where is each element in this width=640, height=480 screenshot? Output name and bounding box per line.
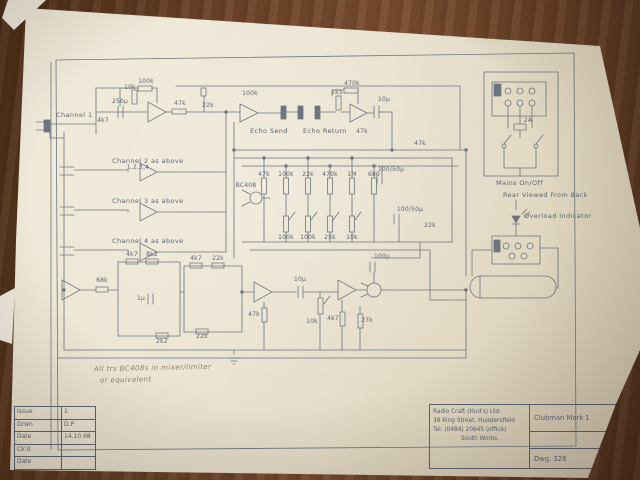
channel-4-label: Channel 4 as above	[112, 237, 184, 245]
mains-box	[484, 72, 558, 176]
component-label: 47k	[248, 311, 260, 318]
component-label: 100k	[242, 90, 258, 97]
echo-send-label: Echo Send	[250, 127, 288, 135]
component-label: 2k2	[156, 338, 168, 345]
component-label: 100/50μ	[396, 206, 424, 213]
component-label: 10k	[124, 84, 136, 91]
row-value: 14.10.68	[64, 433, 91, 441]
title-block-row: Date	[15, 457, 95, 469]
company-street: 38 King Street, Huddersfield	[433, 417, 515, 424]
component-label: 22k	[212, 255, 224, 262]
row-label: Ck'd	[15, 444, 62, 457]
component-label: 27k	[361, 317, 373, 324]
component-label: 10k	[346, 234, 358, 241]
component-label: 470k	[322, 171, 338, 178]
component-label: 470k	[344, 80, 360, 87]
component-label: 10μ	[293, 276, 307, 283]
channel-1-label: Channel 1	[56, 111, 93, 119]
component-label: 22k	[202, 102, 214, 109]
echo-section	[240, 88, 392, 150]
component-label: 22k	[424, 222, 436, 229]
component-label: 47k	[414, 140, 426, 147]
tone-network	[225, 111, 468, 300]
drawing-frame	[51, 53, 576, 450]
component-label: 250μ	[111, 98, 129, 105]
company-name: Radio Craft (Hud's) Ltd.	[433, 409, 501, 415]
row-value: D.P	[64, 420, 75, 428]
row-value	[62, 457, 95, 469]
title-number-column: Clubman Mark 1 Dwg. 328	[530, 405, 615, 468]
component-label: 10k	[306, 318, 318, 325]
component-label: 22k	[302, 171, 314, 178]
company-phone: Tel. (0484) 20645 (office)	[433, 426, 507, 433]
component-label: 10μ	[377, 96, 391, 103]
rear-view-label: Rear Viewed From Back	[503, 191, 588, 199]
component-label: 1k5	[331, 89, 343, 96]
component-label: 22k	[196, 333, 208, 340]
mixer-limiter-section	[58, 242, 467, 364]
row-label: Issue	[15, 407, 62, 419]
row-value: 1	[64, 408, 68, 415]
row-value	[62, 445, 95, 457]
component-label: 100μ	[373, 253, 391, 260]
output-section	[470, 200, 558, 298]
component-label: 4k7	[126, 251, 138, 258]
component-label: 4k7	[327, 315, 339, 322]
title-block-row: Issue 1	[15, 407, 95, 420]
row-label: Date	[15, 457, 62, 469]
overload-indicator-label: Overload Indicator	[524, 212, 592, 220]
component-label: 8k2	[146, 251, 158, 258]
title-block-row: Drwn D.P	[15, 419, 95, 433]
component-label: 1μ	[136, 295, 146, 302]
component-label: 68k	[96, 277, 108, 284]
component-label: 25k	[324, 234, 336, 241]
component-label: 100k	[138, 78, 154, 85]
drawing-title: Clubman Mark 1	[530, 405, 615, 432]
title-block-row: Date 14.10.68	[15, 432, 95, 445]
empty-cell	[530, 432, 615, 449]
torn-paper-edge	[0, 288, 15, 344]
echo-return-label: Echo Return	[303, 127, 347, 135]
mains-switch-label: Mains On/Off	[496, 179, 543, 187]
component-label: 100k	[300, 234, 316, 241]
component-label: 1M	[347, 171, 357, 178]
component-label: 4k7	[190, 255, 202, 262]
component-label: 680	[367, 171, 381, 178]
title-block-row: Ck'd	[15, 444, 95, 458]
component-label: 47k	[356, 128, 368, 135]
revision-title-block: Issue 1 Drwn D.P Date 14.10.68 Ck'd Date	[14, 406, 96, 470]
row-label: Date	[15, 432, 62, 444]
component-label: 1,2,3,4	[126, 164, 150, 171]
component-label: 100k	[278, 171, 294, 178]
row-label: Drwn	[15, 419, 62, 432]
channel-1-stage	[36, 86, 460, 350]
component-label: 47k	[258, 171, 270, 178]
reverb-cylinder	[470, 276, 556, 298]
component-label: 4k7	[97, 117, 109, 124]
pencil-note: or equivalent	[99, 375, 152, 385]
component-label: 2A	[523, 117, 533, 124]
drawing-number: Dwg. 328	[534, 454, 567, 463]
channel-2-label: Channel 2 as above	[112, 157, 184, 165]
component-label: 100/50μ	[377, 166, 405, 173]
company-works: South Works.	[460, 435, 500, 442]
main-title-block: Radio Craft (Hud's) Ltd. 38 King Street,…	[429, 404, 616, 469]
channel-3-label: Channel 3 as above	[112, 197, 184, 205]
channels-2-4	[60, 112, 226, 261]
company-address: Radio Craft (Hud's) Ltd. 38 King Street,…	[430, 405, 530, 468]
component-label: 100k	[278, 234, 294, 241]
component-label: BC408	[235, 182, 257, 189]
component-label: 47k	[174, 100, 186, 107]
